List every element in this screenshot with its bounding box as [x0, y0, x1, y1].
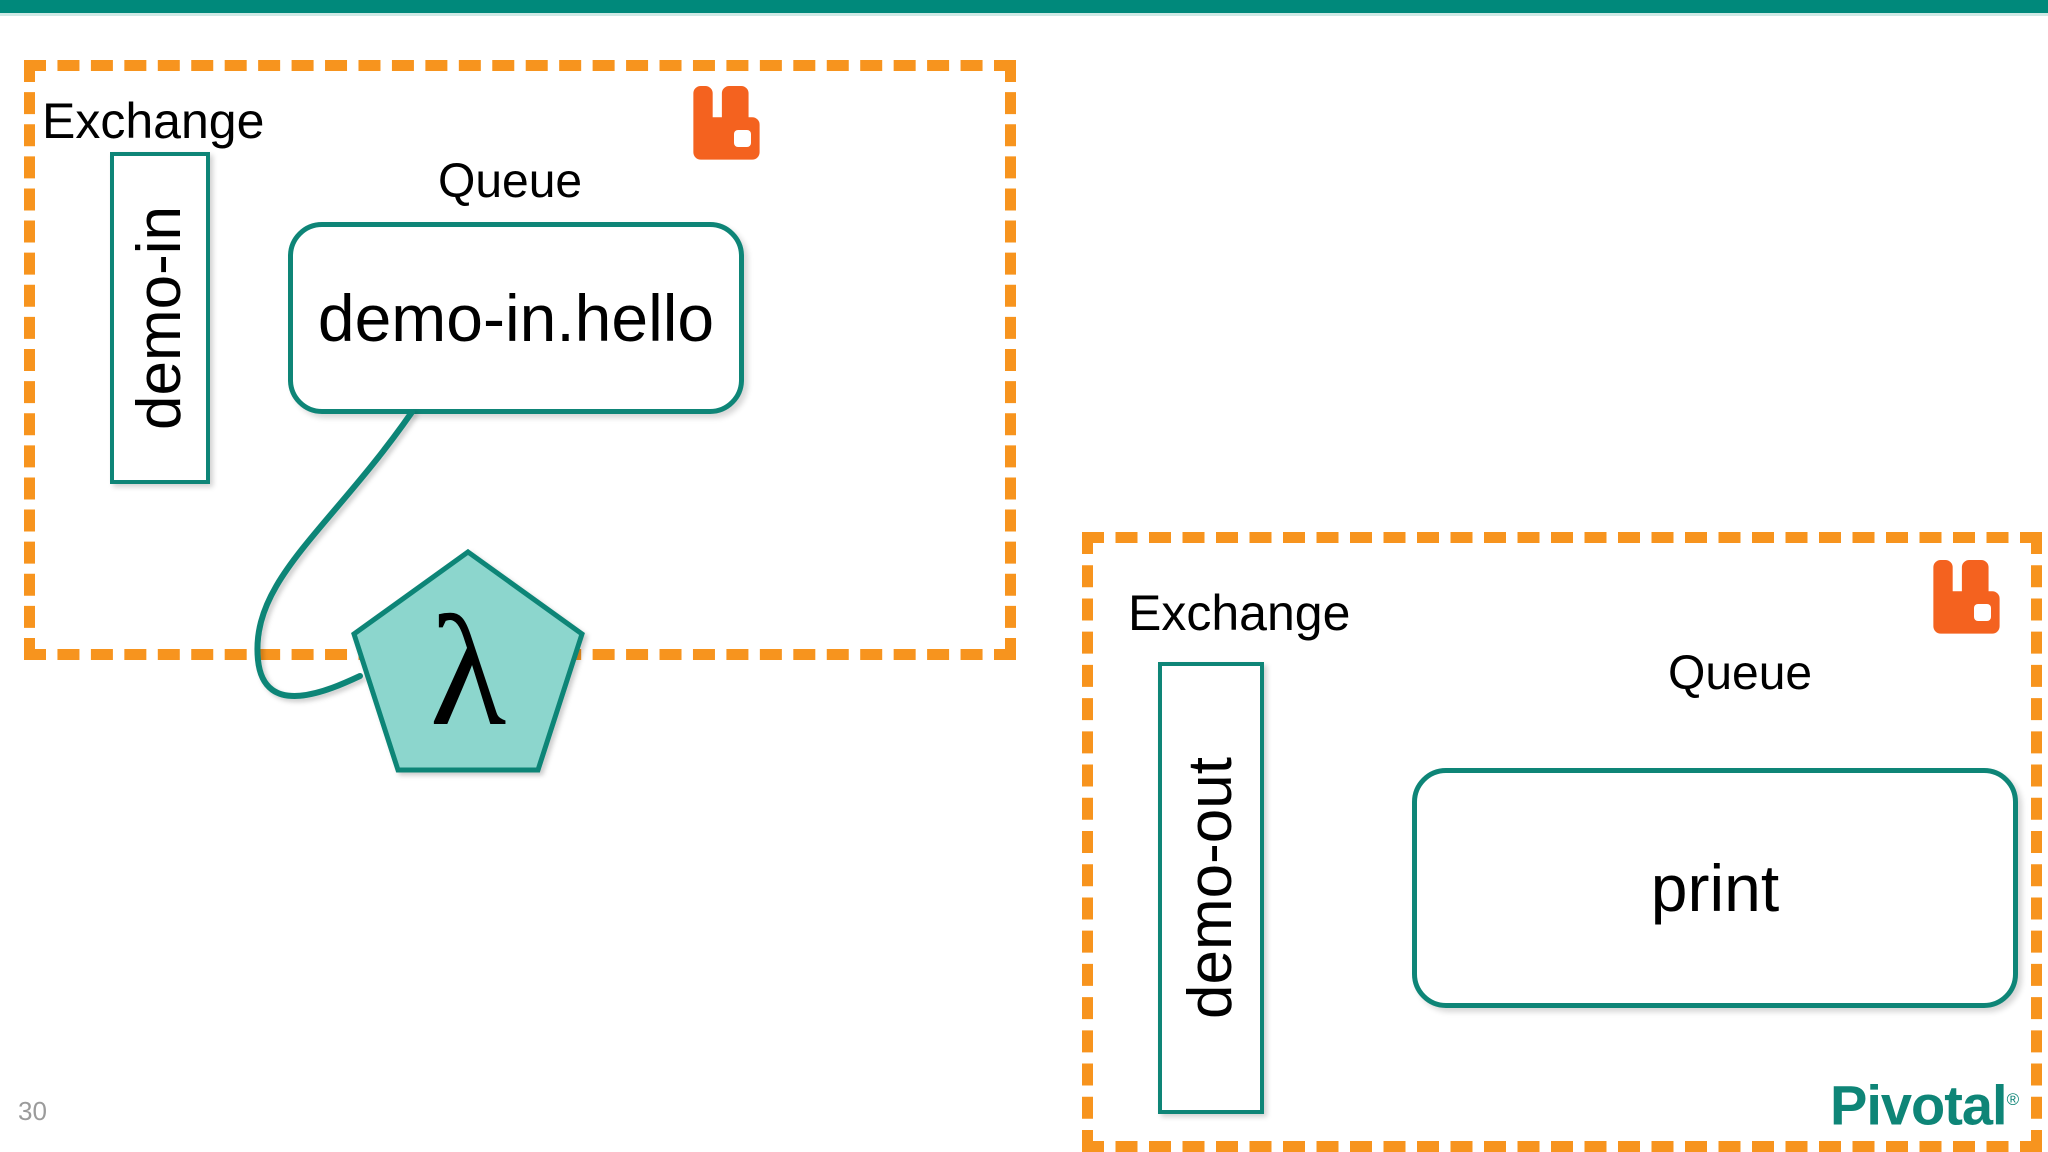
slide-accent-hairline	[0, 13, 2048, 16]
exchange-name-demo-in: demo-in	[125, 206, 194, 430]
exchange-box-demo-in[interactable]: demo-in	[110, 152, 210, 484]
queue-label-outbound: Queue	[1668, 647, 1813, 700]
exchange-label-outbound: Exchange	[1128, 585, 1351, 641]
queue-name-print: print	[1650, 851, 1780, 925]
queue-box-demo-in-hello[interactable]: demo-in.hello	[288, 222, 744, 414]
registered-mark: ®	[2006, 1090, 2019, 1109]
queue-label-inbound: Queue	[438, 155, 583, 208]
pivotal-wordmark: Pivotal	[1830, 1073, 2008, 1137]
pivotal-logo: Pivotal®	[1830, 1072, 2019, 1137]
queue-box-print[interactable]: print	[1412, 768, 2018, 1008]
exchange-box-demo-out[interactable]: demo-out	[1158, 662, 1264, 1114]
slide-accent-bar	[0, 0, 2048, 13]
page-number: 30	[18, 1096, 47, 1126]
exchange-name-demo-out: demo-out	[1176, 757, 1245, 1019]
broker-group-outbound	[1082, 532, 2042, 1152]
exchange-label-inbound: Exchange	[42, 93, 265, 149]
rabbitmq-icon	[690, 86, 766, 171]
rabbitmq-icon	[1930, 560, 2006, 645]
queue-name-demo-in-hello: demo-in.hello	[317, 281, 715, 355]
